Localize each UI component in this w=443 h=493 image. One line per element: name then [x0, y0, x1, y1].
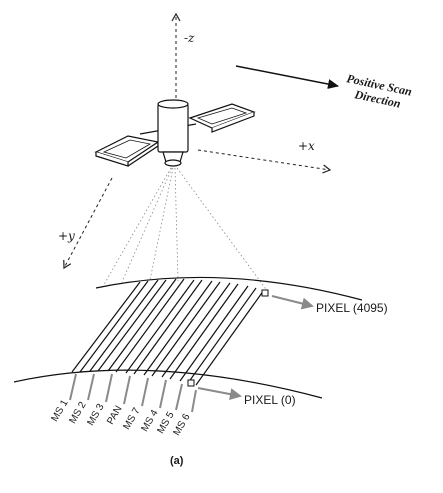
pixel-0-marker	[187, 379, 195, 387]
band-label-ms3: MS 3	[85, 402, 106, 428]
band-pointers	[69, 373, 197, 413]
pixel-4095-marker	[261, 289, 269, 297]
band-stripes	[71, 278, 265, 386]
view-rays	[101, 167, 269, 293]
earth-arc-lower	[13, 369, 323, 399]
pixel-4095-arrow	[271, 295, 314, 310]
band-label-pan: PAN	[105, 404, 124, 427]
neg-z-label: -z	[184, 31, 195, 45]
pos-y-axis	[63, 177, 113, 270]
scan-direction-arrow	[235, 65, 339, 89]
pixel-0-label: PIXEL (0)	[244, 393, 296, 407]
pixel-0-arrow	[197, 387, 242, 401]
pos-x-axis	[197, 149, 332, 174]
earth-arc-upper	[95, 276, 363, 301]
pixel-4095-label: PIXEL (4095)	[316, 301, 388, 315]
pos-y-label: +y	[58, 229, 75, 243]
satellite-icon	[94, 99, 256, 167]
pos-x-label: +x	[298, 139, 315, 153]
figure-caption: (a)	[170, 455, 184, 467]
